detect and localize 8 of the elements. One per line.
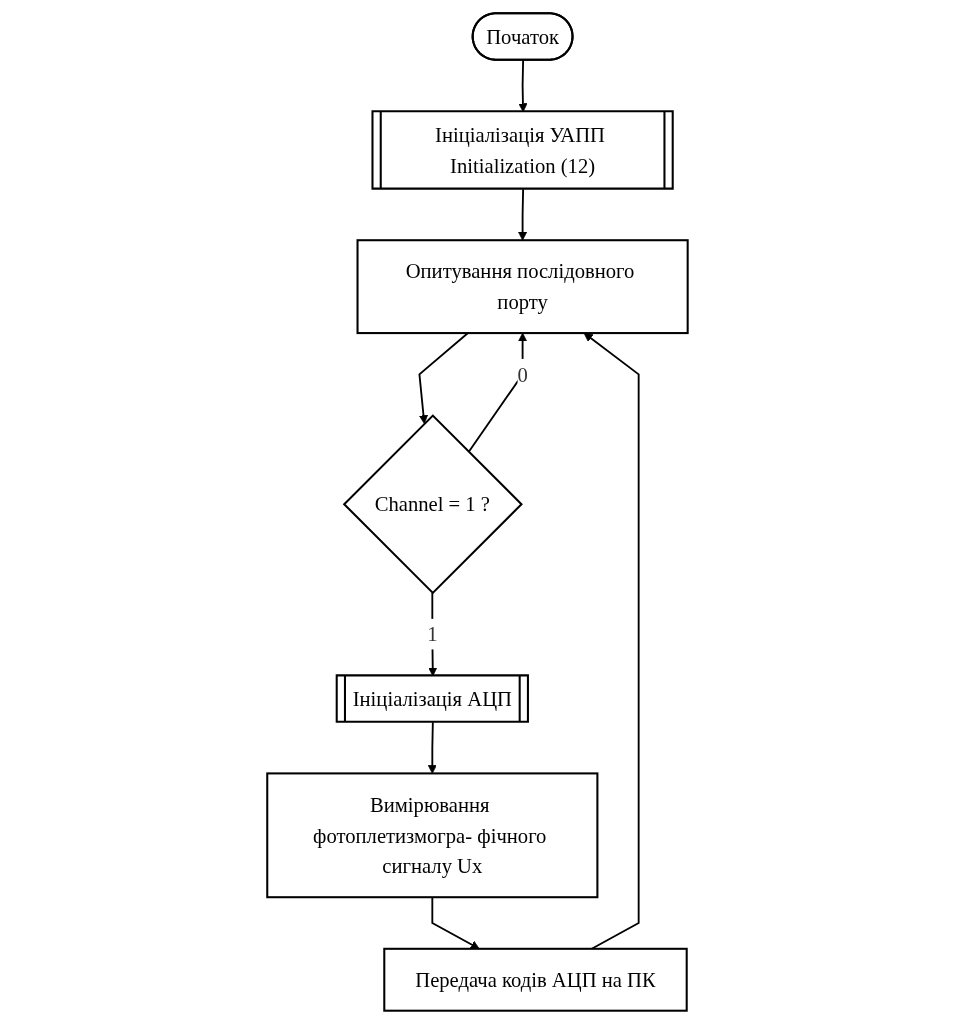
arrow bbox=[427, 721, 437, 774]
node-box: Опитування послідовного порту bbox=[356, 239, 689, 335]
edge-label: 0 bbox=[517, 363, 528, 386]
edge-label: 1 bbox=[427, 622, 438, 646]
node-box: Передача кодів АЦП на ПК bbox=[383, 947, 688, 1012]
arrow bbox=[518, 188, 528, 241]
node-box: Вимірювання фотоплетизмогра- фічного сигналу Ux bbox=[266, 772, 599, 899]
node-diamond: Channel = 1 ? bbox=[342, 414, 523, 595]
